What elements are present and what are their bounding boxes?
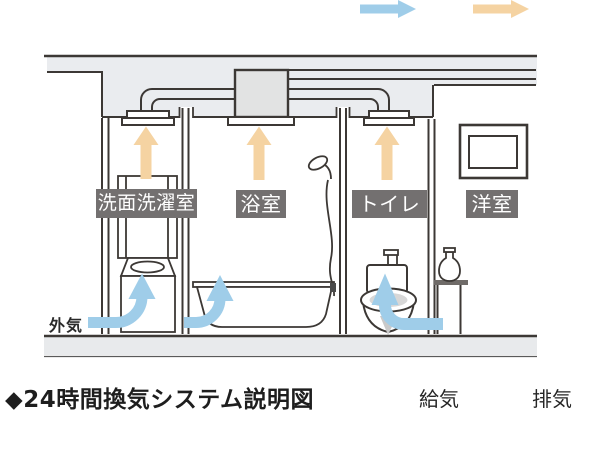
supply-arrow-washroom bbox=[88, 273, 156, 328]
bathroom-ceiling-vent bbox=[227, 116, 295, 126]
ventilation-fan-unit bbox=[227, 68, 295, 126]
duct-to-toilet-vent bbox=[288, 88, 390, 112]
floor bbox=[44, 334, 537, 358]
outside-air-label: 外気 bbox=[49, 316, 84, 335]
legend-supply-arrow-icon bbox=[360, 0, 416, 18]
supply-arrow-bathroom bbox=[184, 275, 234, 328]
room-label-bathroom: 浴室 bbox=[236, 190, 286, 218]
duct-to-washroom-vent bbox=[140, 88, 235, 113]
vase bbox=[438, 247, 461, 282]
legend-supply-label: 給気 bbox=[419, 387, 459, 411]
legend-exhaust-label: 排気 bbox=[532, 387, 572, 411]
supply-arrow-toilet bbox=[371, 273, 443, 330]
exhaust-arrow-toilet bbox=[374, 126, 400, 180]
picture-frame bbox=[458, 123, 529, 180]
exhaust-arrow-bathroom bbox=[246, 126, 272, 180]
legend-exhaust-arrow-icon bbox=[473, 0, 529, 18]
shower-icon bbox=[307, 155, 336, 297]
toilet-ceiling-vent bbox=[363, 110, 415, 126]
room-label-washroom-laundry: 洗面洗濯室 bbox=[96, 189, 197, 218]
supply-air-arrows bbox=[88, 273, 443, 330]
walls bbox=[101, 108, 436, 334]
room-label-toilet: トイレ bbox=[352, 190, 427, 218]
exhaust-air-arrows bbox=[133, 126, 400, 180]
diagram-title: ◆24時間換気システム説明図 bbox=[5, 387, 315, 413]
room-label-western-room: 洋室 bbox=[466, 190, 518, 218]
washroom-ceiling-vent bbox=[121, 110, 175, 126]
exhaust-arrow-washroom bbox=[133, 126, 159, 179]
